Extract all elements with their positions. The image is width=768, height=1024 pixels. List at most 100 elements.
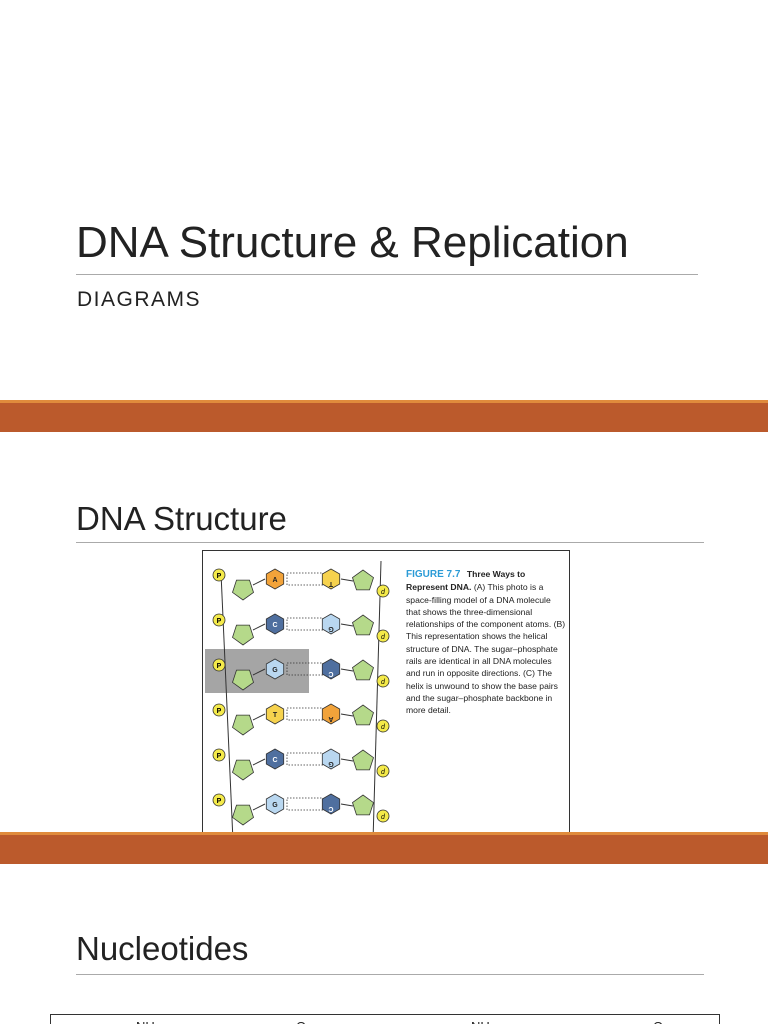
sugar-pentagon [352, 749, 374, 771]
phosphate-group [212, 568, 226, 582]
connector-line [252, 803, 266, 811]
connector-line [252, 668, 266, 676]
connector-line [252, 623, 266, 631]
phosphate-group [212, 703, 226, 717]
hydrogen-bond [286, 707, 324, 721]
base-right [321, 703, 341, 725]
deoxyribose-marker [376, 809, 390, 823]
base-left [265, 748, 285, 770]
left-backbone [220, 572, 234, 832]
deoxyribose-label: d [381, 814, 386, 821]
presentation-title: DNA Structure & Replication [76, 218, 629, 267]
slide-separator [0, 400, 768, 432]
base-left [265, 703, 285, 725]
base-right-label: G [328, 625, 334, 632]
slide-title: DNA Structure [76, 500, 287, 537]
slide-separator [0, 832, 768, 864]
base-left [265, 658, 285, 680]
deoxyribose-marker [376, 764, 390, 778]
right-backbone [372, 560, 382, 832]
title-divider [76, 542, 704, 543]
connector-line [340, 668, 354, 672]
sugar-pentagon [232, 714, 254, 736]
deoxyribose-marker [376, 719, 390, 733]
sugar-pentagon [232, 579, 254, 601]
base-left-label: C [272, 757, 277, 764]
deoxyribose-label: d [381, 679, 386, 686]
sugar-pentagon [232, 759, 254, 781]
phosphate-label: P [217, 798, 222, 805]
hydrogen-bond [286, 617, 324, 631]
figure-caption: FIGURE 7.7 Three Ways to Represent DNA. … [406, 568, 566, 717]
deoxyribose-marker [376, 674, 390, 688]
phosphate-label: P [217, 663, 222, 670]
hydrogen-bond [286, 752, 324, 766]
deoxyribose-marker [376, 629, 390, 643]
phosphate-group [212, 748, 226, 762]
phosphate-label: P [217, 573, 222, 580]
connector-line [340, 803, 354, 807]
phosphate-group [212, 613, 226, 627]
base-left-label: G [272, 802, 278, 809]
phosphate-label: P [217, 708, 222, 715]
sugar-pentagon [232, 624, 254, 646]
connector-line [340, 713, 354, 717]
connector-line [252, 713, 266, 721]
oxygen-label: O [296, 1019, 306, 1024]
connector-line [340, 623, 354, 627]
base-right-label: C [328, 670, 333, 677]
connector-line [252, 578, 266, 586]
base-left [265, 613, 285, 635]
deoxyribose-label: d [381, 724, 386, 731]
hydrogen-bond [286, 797, 324, 811]
phosphate-group [212, 658, 226, 672]
phosphate-label: P [217, 618, 222, 625]
highlight-region [205, 649, 309, 693]
connector-line [340, 578, 354, 582]
base-right-label: C [328, 805, 333, 812]
phosphate-group [212, 793, 226, 807]
sugar-pentagon [352, 659, 374, 681]
slide-title: Nucleotides [76, 930, 249, 967]
base-right [321, 658, 341, 680]
nucleotide-diagram: NH O NH O [50, 1014, 720, 1024]
title-slide: DNA Structure & Replication DIAGRAMS [0, 0, 768, 400]
connector-line [252, 758, 266, 766]
phosphate-label: P [217, 753, 222, 760]
base-left-label: T [273, 712, 278, 719]
deoxyribose-marker [376, 584, 390, 598]
title-divider [76, 274, 698, 275]
sugar-pentagon [352, 569, 374, 591]
deoxyribose-label: d [381, 769, 386, 776]
figure-text: (A) This photo is a space-filling model … [406, 582, 566, 716]
sugar-pentagon [352, 614, 374, 636]
sugar-pentagon [232, 804, 254, 826]
base-left-label: A [272, 577, 277, 584]
base-left [265, 568, 285, 590]
hydrogen-bond [286, 572, 324, 586]
base-right [321, 793, 341, 815]
connector-line [340, 758, 354, 762]
amine-label: NH [471, 1019, 490, 1024]
figure-heading: Three Ways to Represent DNA. [406, 569, 526, 593]
base-right [321, 748, 341, 770]
base-left-label: G [272, 667, 278, 674]
oxygen-label: O [653, 1019, 663, 1024]
base-left-label: C [272, 622, 277, 629]
title-divider [76, 974, 704, 975]
sugar-pentagon [352, 704, 374, 726]
sugar-pentagon [352, 794, 374, 816]
base-right-label: A [328, 715, 333, 722]
sugar-pentagon [232, 669, 254, 691]
amine-label: NH [136, 1019, 155, 1024]
base-left [265, 793, 285, 815]
base-right-label: T [328, 580, 333, 587]
base-right [321, 568, 341, 590]
base-right-label: G [328, 760, 334, 767]
presentation-subtitle: DIAGRAMS [77, 288, 202, 311]
deoxyribose-label: d [381, 589, 386, 596]
deoxyribose-label: d [381, 634, 386, 641]
